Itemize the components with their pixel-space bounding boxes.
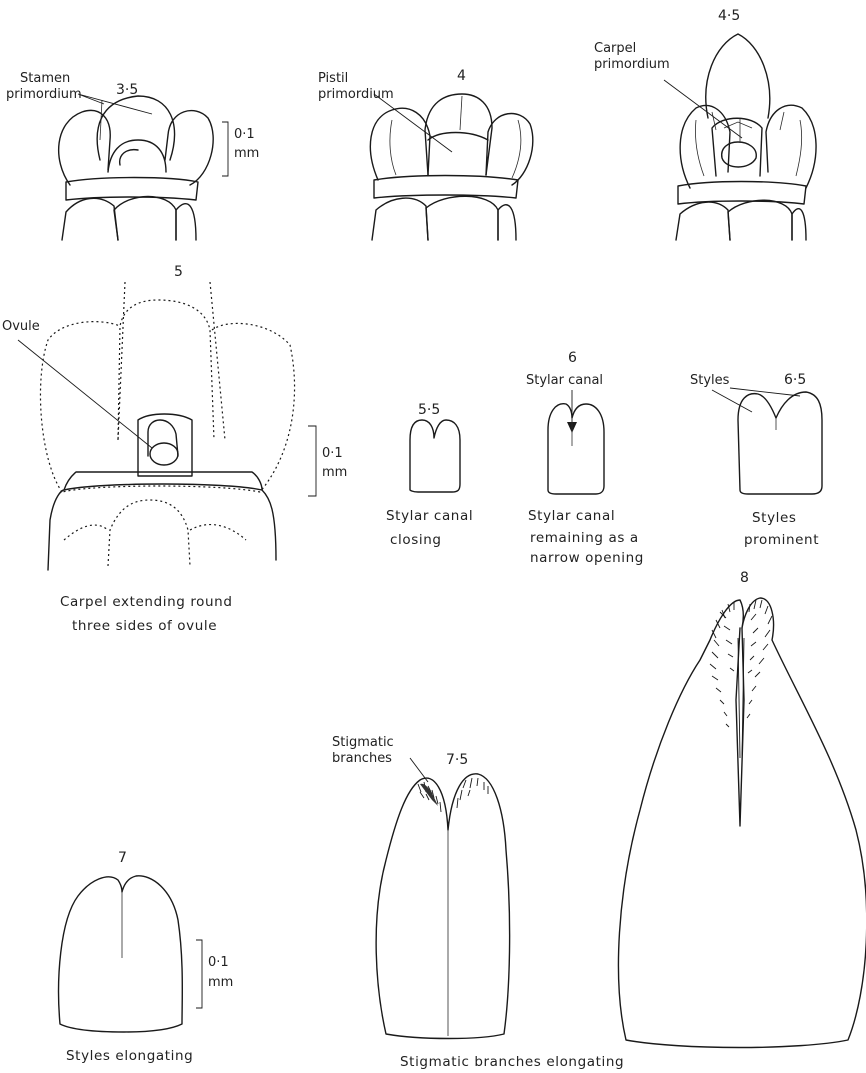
stage-7-number: 7 [118, 850, 127, 866]
stage-6-caption-line1: Stylar canal [528, 508, 615, 524]
stage-6-caption-line2: remaining as a [530, 530, 639, 546]
stage-4-5-drawing [676, 34, 816, 240]
stage-5-caption-line2: three sides of ovule [72, 618, 217, 634]
styles-label: Styles [690, 373, 730, 388]
stage-7-5-8-caption: Stigmatic branches elongating [400, 1054, 624, 1070]
pistil-primordium-leader [374, 94, 452, 152]
stage-5-5-caption-line1: Stylar canal [386, 508, 473, 524]
carpel-primordium-leader [664, 80, 742, 138]
stage-4-number: 4 [457, 68, 466, 84]
carpel-primordium-label-line1: Carpel [594, 41, 636, 56]
stage-5-drawing [40, 282, 294, 570]
stage-5-number: 5 [174, 264, 183, 280]
stylar-canal-label: Stylar canal [526, 373, 603, 388]
scale-bar-1-value: 0·1 [234, 127, 255, 142]
scale-bar-1-unit: mm [234, 146, 259, 161]
stamen-primordium-label-line2: primordium [6, 87, 82, 102]
stage-3-5-drawing [59, 96, 214, 240]
stage-6-drawing [548, 404, 604, 494]
stage-5-5-drawing [410, 420, 460, 492]
stage-8-drawing [618, 598, 866, 1048]
ovule-label: Ovule [2, 319, 40, 334]
carpel-primordium-label-line2: primordium [594, 57, 670, 72]
stage-7-5-drawing [376, 774, 509, 1039]
stage-3-5-number: 3·5 [116, 82, 138, 98]
stage-4-drawing [370, 94, 532, 240]
stage-6-5-drawing [738, 392, 822, 494]
pistil-primordium-label-line1: Pistil [318, 71, 348, 86]
stage-5-5-number: 5·5 [418, 402, 440, 418]
stage-8-number: 8 [740, 570, 749, 586]
stigmatic-branches-label-line2: branches [332, 751, 392, 766]
stage-6-5-number: 6·5 [784, 372, 806, 388]
scale-bar-3-unit: mm [208, 975, 233, 990]
stage-6-caption-line3: narrow opening [530, 550, 644, 566]
stage-6-5-caption-line1: Styles [752, 510, 797, 526]
scale-bar-2-value: 0·1 [322, 446, 343, 461]
scale-bar-3 [196, 940, 202, 1008]
scale-bar-1 [222, 122, 228, 176]
stage-6-5-caption-line2: prominent [744, 532, 819, 548]
scale-bar-2 [308, 426, 316, 496]
stigmatic-branches-label-line1: Stigmatic [332, 735, 394, 750]
stage-4-5-number: 4·5 [718, 8, 740, 24]
stage-6-number: 6 [568, 350, 577, 366]
scale-bar-2-unit: mm [322, 465, 347, 480]
stage-7-caption: Styles elongating [66, 1048, 193, 1064]
stage-7-drawing [59, 876, 183, 1032]
stamen-primordium-label-line1: Stamen [20, 71, 70, 86]
ovule-leader [18, 340, 152, 448]
stage-5-5-caption-line2: closing [390, 532, 442, 548]
stage-7-5-number: 7·5 [446, 752, 468, 768]
scale-bar-3-value: 0·1 [208, 955, 229, 970]
stage-5-caption-line1: Carpel extending round [60, 594, 233, 610]
